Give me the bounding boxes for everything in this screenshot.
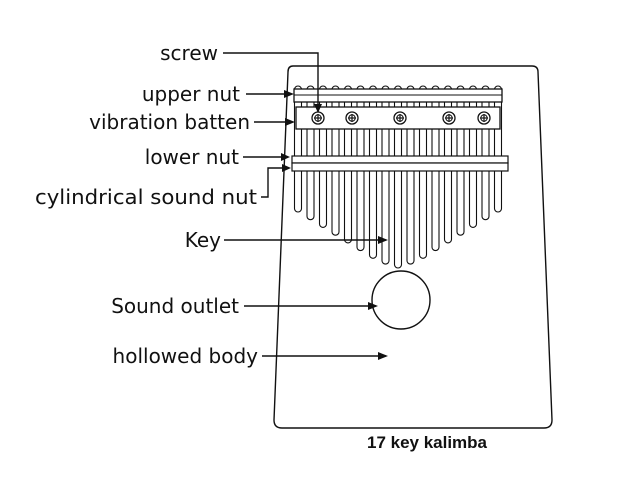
cylindrical-sound-nut-leader xyxy=(261,167,289,198)
label-upper-nut: upper nut xyxy=(142,82,240,106)
label-key: Key xyxy=(185,228,221,252)
screws-group xyxy=(311,111,491,125)
vibration-batten-arrowhead xyxy=(285,118,295,126)
caption-17-key-kalimba: 17 key kalimba xyxy=(367,433,488,452)
lower-nut-bar xyxy=(291,155,509,164)
screw-icon xyxy=(311,111,325,125)
label-vibration-batten: vibration batten xyxy=(89,110,250,134)
screw-icon xyxy=(393,111,407,125)
screw-icon xyxy=(442,111,456,125)
label-sound-outlet: Sound outlet xyxy=(111,294,239,318)
lower-nut-arrowhead xyxy=(281,153,290,161)
kalimba-key xyxy=(481,85,490,221)
label-lower-nut: lower nut xyxy=(145,145,239,169)
label-cylindrical-sound-nut: cylindrical sound nut xyxy=(35,185,257,209)
sound-outlet-hole xyxy=(371,270,431,330)
kalimba-body-outline xyxy=(273,65,553,429)
kalimba-key xyxy=(293,85,303,213)
screw-arrowhead xyxy=(314,104,322,113)
upper-nut-arrowhead xyxy=(284,90,294,98)
kalimba-key xyxy=(381,85,390,265)
screw-icon xyxy=(345,111,359,125)
kalimba-key xyxy=(393,85,403,269)
hollowed-body-arrowhead xyxy=(378,352,388,360)
kalimba-key xyxy=(493,85,503,213)
cylindrical-sound-nut-arrowhead xyxy=(282,164,291,172)
screw-leader xyxy=(223,52,319,112)
kalimba-key xyxy=(406,85,415,265)
kalimba-key xyxy=(306,85,315,221)
cylindrical-sound-nut-bar xyxy=(291,162,509,172)
sound-outlet-arrowhead xyxy=(368,302,378,310)
screw-icon xyxy=(477,111,491,125)
label-screw: screw xyxy=(160,41,218,65)
label-hollowed-body: hollowed body xyxy=(113,344,259,368)
key-arrowhead xyxy=(378,236,388,244)
